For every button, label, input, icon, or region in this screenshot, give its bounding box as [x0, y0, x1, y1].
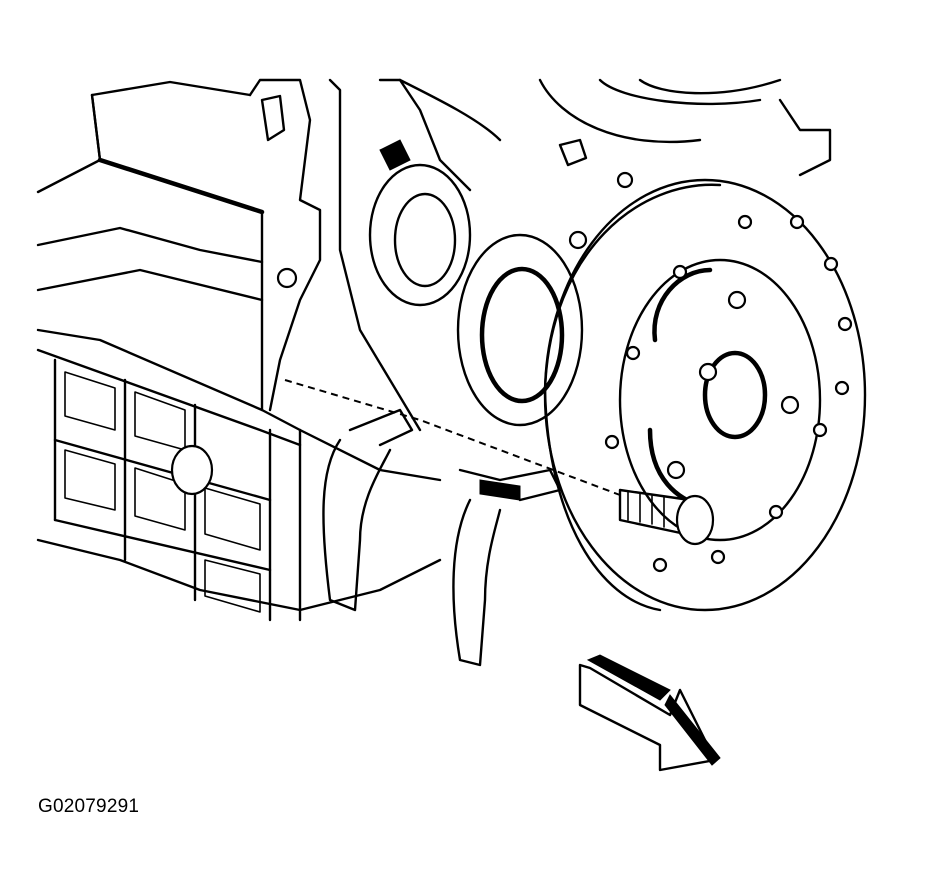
crank-bolt	[618, 488, 715, 546]
alignment-line	[284, 379, 621, 496]
drain-plug	[170, 444, 214, 496]
sensor-bracket	[322, 408, 562, 667]
arrow-down-right-icon	[578, 654, 721, 772]
block-bolt-hole	[276, 267, 298, 289]
harmonic-balancer	[543, 178, 867, 612]
pulleys	[368, 78, 832, 427]
engine-block	[36, 78, 472, 432]
oil-pan	[36, 328, 442, 622]
figure-id-label: G02079291	[38, 796, 140, 817]
